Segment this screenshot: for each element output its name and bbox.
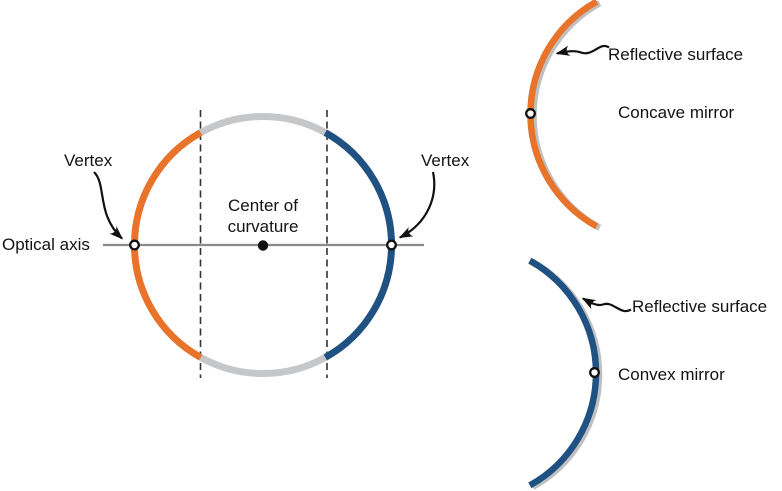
- vertex-marker-right: [386, 239, 397, 251]
- concave-vertex-marker: [525, 108, 536, 119]
- center-of-curvature-line2: curvature: [227, 216, 299, 236]
- vertex-left-label: Vertex: [64, 151, 113, 170]
- optical-axis-label: Optical axis: [2, 235, 90, 254]
- convex-mirror-arc: [528, 257, 600, 489]
- circle-bottom-gray-arc: [199, 354, 327, 378]
- center-of-curvature-dot: [257, 240, 269, 251]
- vertex-left-arrow: [93, 171, 124, 240]
- reflective-surface-top-label: Reflective surface: [608, 45, 744, 64]
- reflective-surface-bottom-arrow: [581, 297, 632, 313]
- reflective-surface-top-arrow: [555, 44, 610, 56]
- center-of-curvature-line1: Center of: [228, 196, 298, 215]
- vertex-right-arrow: [398, 171, 436, 239]
- concave-mirror-label: Concave mirror: [618, 103, 735, 122]
- vertex-marker-left: [129, 239, 140, 251]
- center-of-curvature-label: Center of curvature: [203, 196, 323, 237]
- reflective-surface-bottom-label: Reflective surface: [632, 297, 768, 316]
- concave-mirror-backing: [530, 0, 602, 231]
- circle-top-gray-arc: [199, 112, 327, 136]
- convex-vertex-marker: [589, 367, 600, 378]
- convex-mirror-label: Convex mirror: [618, 365, 725, 384]
- vertex-right-label: Vertex: [421, 151, 470, 170]
